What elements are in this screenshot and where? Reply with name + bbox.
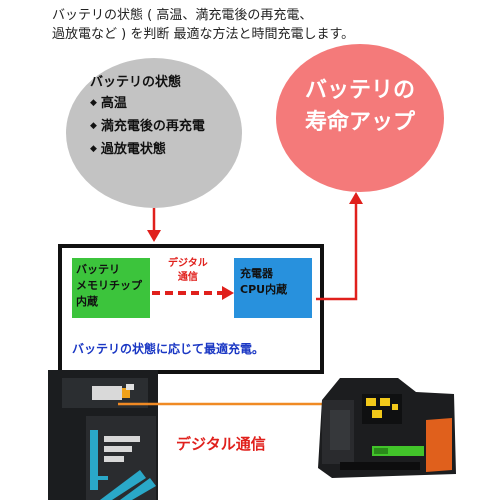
box-to-life-arrow — [316, 202, 358, 301]
battery-status-item: 過放電状態 — [90, 139, 205, 162]
intro-line-1: バッテリの状態 ( 高温、満充電後の再充電、 — [52, 8, 313, 23]
memory-chip-line-2: メモリチップ — [76, 279, 142, 292]
digital-comm-arrowhead — [222, 286, 234, 300]
box-to-life-arrowhead — [349, 192, 363, 204]
digital-comm-label: デジタル 通信 — [168, 257, 208, 285]
status-to-box-arrowhead — [147, 230, 161, 242]
battery-life-circle — [276, 44, 444, 192]
intro-text: バッテリの状態 ( 高温、満充電後の再充電、 過放電など ) を判断 最適な方法… — [52, 6, 482, 44]
memory-chip-line-1: バッテリ — [76, 263, 120, 276]
battery-life-text: バッテリの 寿命アップ — [276, 75, 444, 139]
intro-line-2: 過放電など ) を判断 最適な方法と時間充電します。 — [52, 27, 355, 42]
memory-chip-label: バッテリ メモリチップ 内蔵 — [76, 262, 142, 310]
digital-comm-line-2: 通信 — [177, 272, 198, 283]
battery-status-item: 満充電後の再充電 — [90, 116, 205, 139]
charger-cpu-line-2: CPU内蔵 — [240, 283, 288, 296]
battery-status-title: バッテリの状態 — [90, 75, 182, 90]
battery-status-text: バッテリの状態 高温 満充電後の再充電 過放電状態 — [90, 72, 205, 162]
digital-comm-line-1: デジタル — [168, 258, 208, 269]
memory-chip-box — [72, 258, 150, 318]
box-caption: バッテリの状態に応じて最適充電。 — [72, 342, 265, 356]
digital-comm-bottom-label: デジタル通信 — [176, 435, 266, 453]
memory-chip-line-3: 内蔵 — [76, 295, 98, 308]
battery-life-line-2: 寿命アップ — [304, 110, 415, 135]
charger-cpu-line-1: 充電器 — [240, 267, 273, 280]
battery-device — [318, 378, 456, 478]
battery-life-line-1: バッテリの — [304, 78, 415, 103]
battery-status-item: 高温 — [90, 93, 205, 116]
charger-device — [48, 370, 158, 500]
charger-cpu-box — [234, 258, 312, 318]
charger-cpu-label: 充電器 CPU内蔵 — [240, 266, 287, 298]
